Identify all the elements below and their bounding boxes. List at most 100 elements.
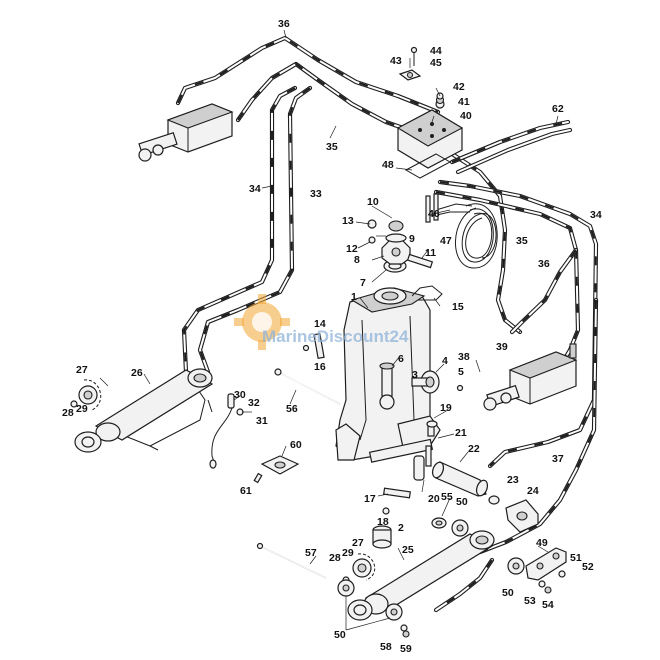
callout-29: 29 [342,547,354,559]
manifold-block [396,109,464,223]
callout-47: 47 [440,235,452,247]
hose-36-right [433,189,581,363]
callout-60: 60 [290,439,302,451]
callout-48: 48 [382,159,394,171]
callout-61: 61 [240,485,252,497]
callout-24: 24 [527,485,539,497]
valve-right [483,343,578,411]
shaft-57 [256,542,327,579]
callout-54: 54 [542,599,554,611]
callout-6: 6 [398,353,404,365]
callout-58: 58 [380,641,392,653]
callout-2: 2 [398,522,404,534]
callout-30: 30 [234,389,246,401]
callout-52: 52 [582,561,594,573]
trunnion-top [367,219,434,273]
callout-12: 12 [346,243,358,255]
watermark: MarineDiscount24 [234,294,409,350]
callout-36: 36 [538,258,550,270]
callout-22: 22 [468,443,480,455]
callout-53: 53 [524,595,536,607]
pin-14-16 [302,332,325,360]
cylinder-25 [342,530,495,621]
callout-44: 44 [430,45,442,57]
callout-9: 9 [409,233,415,245]
callout-1: 1 [351,291,357,303]
bushing-2 [372,525,392,549]
washers-55-50 [431,517,469,537]
callout-20: 20 [428,493,440,505]
callout-13: 13 [342,215,354,227]
callout-8: 8 [354,254,360,266]
callout-50: 50 [334,629,346,641]
callout-46: 46 [428,208,440,220]
callout-40: 40 [460,110,472,122]
callout-3: 3 [412,369,418,381]
callout-50: 50 [456,496,468,508]
callout-45: 45 [430,57,442,69]
hose-37 [477,297,599,555]
hose-lines [109,35,599,613]
callout-51: 51 [570,552,582,564]
callout-11: 11 [425,247,436,259]
callout-14: 14 [314,318,326,330]
callout-35: 35 [516,235,528,247]
callout-42: 42 [453,81,465,93]
callout-28: 28 [329,552,341,564]
link-19-20 [413,420,438,481]
callout-10: 10 [367,196,379,208]
valve-top-left [138,103,234,162]
callout-49: 49 [536,537,548,549]
hose-36-upper [175,35,441,115]
tie-rod-56 [274,368,341,405]
callout-36: 36 [278,18,290,30]
gear-logo-icon [234,294,290,350]
callout-5: 5 [458,366,464,378]
bolt-17-18 [382,487,411,515]
hose-33 [197,85,313,375]
callout-55: 55 [441,491,453,503]
watermark-text: MarineDiscount24 [262,327,409,346]
hose-62 [449,119,573,175]
plate-49 [525,547,567,594]
callout-34: 34 [590,209,602,221]
callout-41: 41 [458,96,470,108]
tube-22 [431,461,489,497]
bushings-23-24 [488,495,539,533]
hose-34-left [181,85,298,375]
callout-50: 50 [502,587,514,599]
callout-4: 4 [442,355,448,367]
callout-17: 17 [364,493,376,505]
sensor-30 [209,393,244,469]
callout-34: 34 [249,183,261,195]
callout-28: 28 [62,407,74,419]
callout-7: 7 [360,277,366,289]
callout-18: 18 [377,516,389,528]
hose-34-right [437,179,599,469]
callout-21: 21 [455,427,467,439]
callout-38: 38 [458,351,470,363]
callout-29: 29 [76,403,88,415]
callout-26: 26 [131,367,143,379]
callout-31: 31 [256,415,268,427]
callout-39: 39 [496,341,508,353]
plate-60 [253,455,300,484]
bushings-50-lower [337,557,525,638]
callout-16: 16 [314,361,326,373]
callout-33: 33 [310,188,322,200]
bushing-4 [411,370,464,394]
pivot-pin-6 [379,362,395,410]
callout-56: 56 [286,403,298,415]
callout-35: 35 [326,141,338,153]
callout-25: 25 [402,544,414,556]
callout-23: 23 [507,474,519,486]
callout-27: 27 [352,537,364,549]
leader-lines [99,29,559,631]
callout-labels: 36 44 43 45 42 41 40 62 35 48 34 33 10 1… [62,18,602,655]
callout-62: 62 [552,103,564,115]
callout-59: 59 [400,643,412,655]
cylinder-26 [70,368,214,453]
fasteners-top [398,46,445,109]
callout-37: 37 [552,453,564,465]
